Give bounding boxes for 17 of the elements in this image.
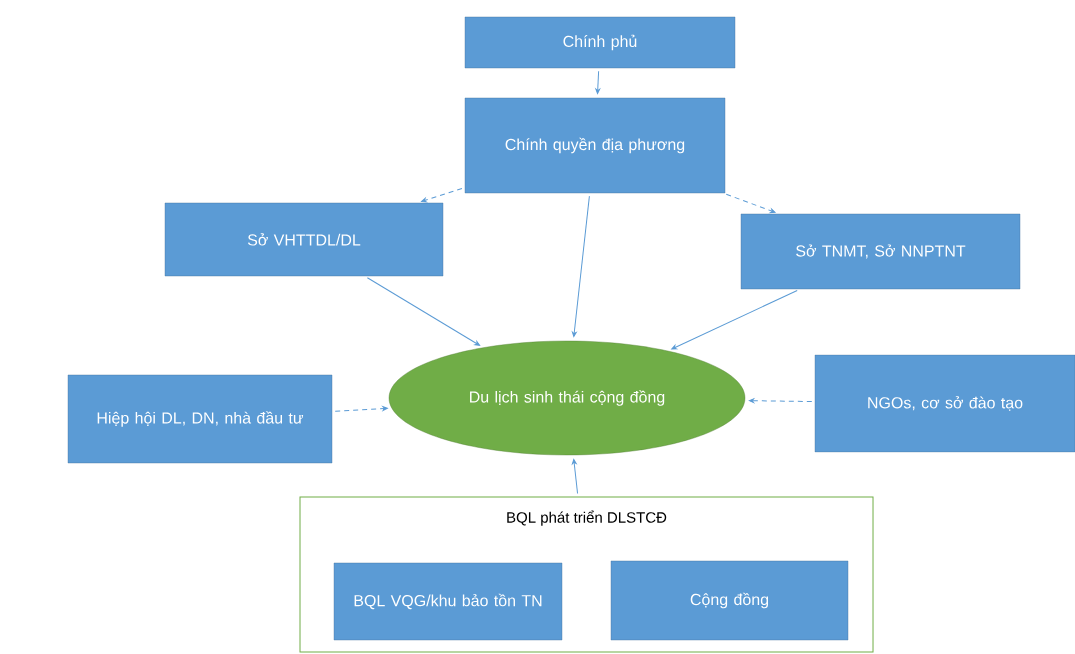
process-box: Chính phủ — [464, 16, 736, 69]
process-box: Sở VHTTDL/DL — [164, 202, 444, 277]
arrow — [334, 406, 388, 412]
arrow — [595, 70, 601, 95]
arrow — [671, 289, 798, 350]
arrow — [366, 277, 481, 346]
arrow — [571, 458, 579, 494]
process-box: Hiệp hội DL, DN, nhà đầu tư — [67, 374, 333, 464]
process-box: Sở TNMT, Sở NNPTNT — [740, 213, 1021, 290]
arrow — [725, 193, 776, 214]
process-box: NGOs, cơ sở đào tạo — [814, 354, 1075, 453]
process-box: Chính quyền địa phương — [464, 97, 726, 194]
process-box: Cộng đồng — [610, 560, 849, 641]
arrow — [748, 398, 813, 404]
arrow — [421, 187, 463, 203]
process-box: BQL VQG/khu bảo tồn TN — [333, 562, 563, 641]
arrow — [571, 195, 590, 338]
